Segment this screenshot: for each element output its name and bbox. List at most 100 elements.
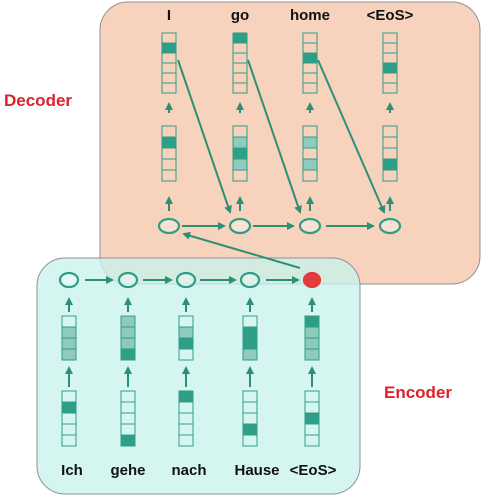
- decoder-output-vector-4-cell-6: [382, 82, 398, 94]
- decoder-output-vector-4-cell-3: [382, 52, 398, 64]
- encoder-embedding-5-cell-4: [304, 348, 320, 361]
- decoder-embedding-4-cell-2: [382, 136, 398, 149]
- decoder-output-vector-4-cell-1: [382, 32, 398, 44]
- encoder-embedding-2-cell-1: [120, 315, 136, 328]
- encoder-embedding-4-cell-3: [242, 337, 258, 350]
- encoder-input-vector-3-cell-5: [178, 434, 194, 447]
- decoder-label: Decoder: [4, 91, 72, 110]
- input-word-1: Ich: [61, 462, 83, 479]
- decoder-embedding-3-cell-5: [302, 169, 318, 182]
- decoder-embedding-2-cell-1: [232, 125, 248, 138]
- decoder-output-vector-1-cell-4: [161, 62, 177, 74]
- decoder-output-vector-3-cell-6: [302, 82, 318, 94]
- encoder-input-vector-2-cell-2: [120, 401, 136, 414]
- decoder-output-vector-2-cell-6: [232, 82, 248, 94]
- encoder-hidden-state-4: [239, 271, 261, 289]
- input-word-4: Hause: [234, 462, 279, 479]
- context-to-decoder-arrow: [182, 231, 301, 269]
- decoder-embedding-1-cell-2: [161, 136, 177, 149]
- encoder-input-vector-5-cell-4: [304, 423, 320, 436]
- decoder-output-vector-3-cell-1: [302, 32, 318, 44]
- encoder-hidden-state-2: [117, 271, 139, 289]
- decoder-embedding-1-cell-1: [161, 125, 177, 138]
- decoder-hidden-state-2: [228, 217, 252, 235]
- encoder-embedding-2-cell-3: [120, 337, 136, 350]
- encoder-embedding-2-cell-4: [120, 348, 136, 361]
- decoder-embedding-2-cell-3: [232, 147, 248, 160]
- output-word-1: I: [167, 7, 171, 24]
- encoder-input-vector-2-cell-3: [120, 412, 136, 425]
- encoder-input-vector-1-cell-3: [61, 412, 77, 425]
- input-word-2: gehe: [110, 462, 145, 479]
- encoder-embedding-5-cell-3: [304, 337, 320, 350]
- decoder-output-vector-4-cell-5: [382, 72, 398, 84]
- input-word-3: nach: [171, 462, 206, 479]
- decoder-embedding-2-cell-5: [232, 169, 248, 182]
- decoder-embedding-3-cell-2: [302, 136, 318, 149]
- encoder-input-vector-5-cell-5: [304, 434, 320, 447]
- encoder-input-vector-2-cell-4: [120, 423, 136, 436]
- encoder-embedding-3-cell-3: [178, 337, 194, 350]
- decoder-embedding-3-cell-4: [302, 158, 318, 171]
- decoder-output-vector-1-cell-2: [161, 42, 177, 54]
- encoder-embedding-5-cell-1: [304, 315, 320, 328]
- encoder-embedding-1-cell-2: [61, 326, 77, 339]
- decoder-embedding-1-cell-3: [161, 147, 177, 160]
- decoder-output-vector-2-cell-2: [232, 42, 248, 54]
- encoder-input-vector-5-cell-1: [304, 390, 320, 403]
- decoder-hidden-state-1: [157, 217, 181, 235]
- decoder-embedding-2-cell-2: [232, 136, 248, 149]
- encoder-input-vector-3-cell-3: [178, 412, 194, 425]
- decoder-output-vector-2-cell-3: [232, 52, 248, 64]
- context-vector-node: [302, 271, 322, 289]
- encoder-input-vector-4-cell-1: [242, 390, 258, 403]
- encoder-embedding-1-cell-4: [61, 348, 77, 361]
- encoder-embedding-2-cell-2: [120, 326, 136, 339]
- encoder-input-vector-3-cell-1: [178, 390, 194, 403]
- output-word-2: go: [231, 7, 249, 24]
- encoder-hidden-state-3: [175, 271, 197, 289]
- encoder-embedding-1-cell-1: [61, 315, 77, 328]
- decoder-output-vector-3-cell-5: [302, 72, 318, 84]
- decoder-hidden-state-4: [378, 217, 402, 235]
- encoder-embedding-4-cell-2: [242, 326, 258, 339]
- decoder-output-vector-4-cell-2: [382, 42, 398, 54]
- decoder-output-vector-1-cell-3: [161, 52, 177, 64]
- decoder-embedding-1-cell-4: [161, 158, 177, 171]
- encoder-embedding-4-cell-1: [242, 315, 258, 328]
- encoder-input-vector-1-cell-1: [61, 390, 77, 403]
- encoder-region: [36, 257, 361, 495]
- decoder-embedding-4-cell-1: [382, 125, 398, 138]
- encoder-input-vector-4-cell-2: [242, 401, 258, 414]
- decoder-hidden-state-3: [298, 217, 322, 235]
- encoder-label: Encoder: [384, 383, 452, 402]
- decoder-embedding-1-cell-5: [161, 169, 177, 182]
- decoder-embedding-4-cell-5: [382, 169, 398, 182]
- decoder-region: [99, 1, 481, 285]
- encoder-input-vector-3-cell-4: [178, 423, 194, 436]
- output-word-4: <EoS>: [367, 7, 414, 24]
- encoder-input-vector-5-cell-2: [304, 401, 320, 414]
- encoder-input-vector-4-cell-3: [242, 412, 258, 425]
- output-word-3: home: [290, 7, 330, 24]
- feedback-arrow-2: [247, 59, 302, 214]
- encoder-input-vector-4-cell-5: [242, 434, 258, 447]
- decoder-output-vector-1-cell-1: [161, 32, 177, 44]
- encoder-embedding-3-cell-2: [178, 326, 194, 339]
- decoder-embedding-2-cell-4: [232, 158, 248, 171]
- decoder-output-vector-2-cell-4: [232, 62, 248, 74]
- feedback-arrow-3: [317, 59, 386, 214]
- encoder-embedding-3-cell-1: [178, 315, 194, 328]
- encoder-embedding-5-cell-2: [304, 326, 320, 339]
- encoder-embedding-3-cell-4: [178, 348, 194, 361]
- encoder-input-vector-5-cell-3: [304, 412, 320, 425]
- encoder-input-vector-1-cell-4: [61, 423, 77, 436]
- decoder-output-vector-3-cell-2: [302, 42, 318, 54]
- decoder-embedding-3-cell-1: [302, 125, 318, 138]
- encoder-input-vector-1-cell-2: [61, 401, 77, 414]
- feedback-arrow-1: [177, 59, 232, 214]
- input-word-5: <EoS>: [290, 462, 337, 479]
- encoder-input-vector-1-cell-5: [61, 434, 77, 447]
- decoder-output-vector-1-cell-5: [161, 72, 177, 84]
